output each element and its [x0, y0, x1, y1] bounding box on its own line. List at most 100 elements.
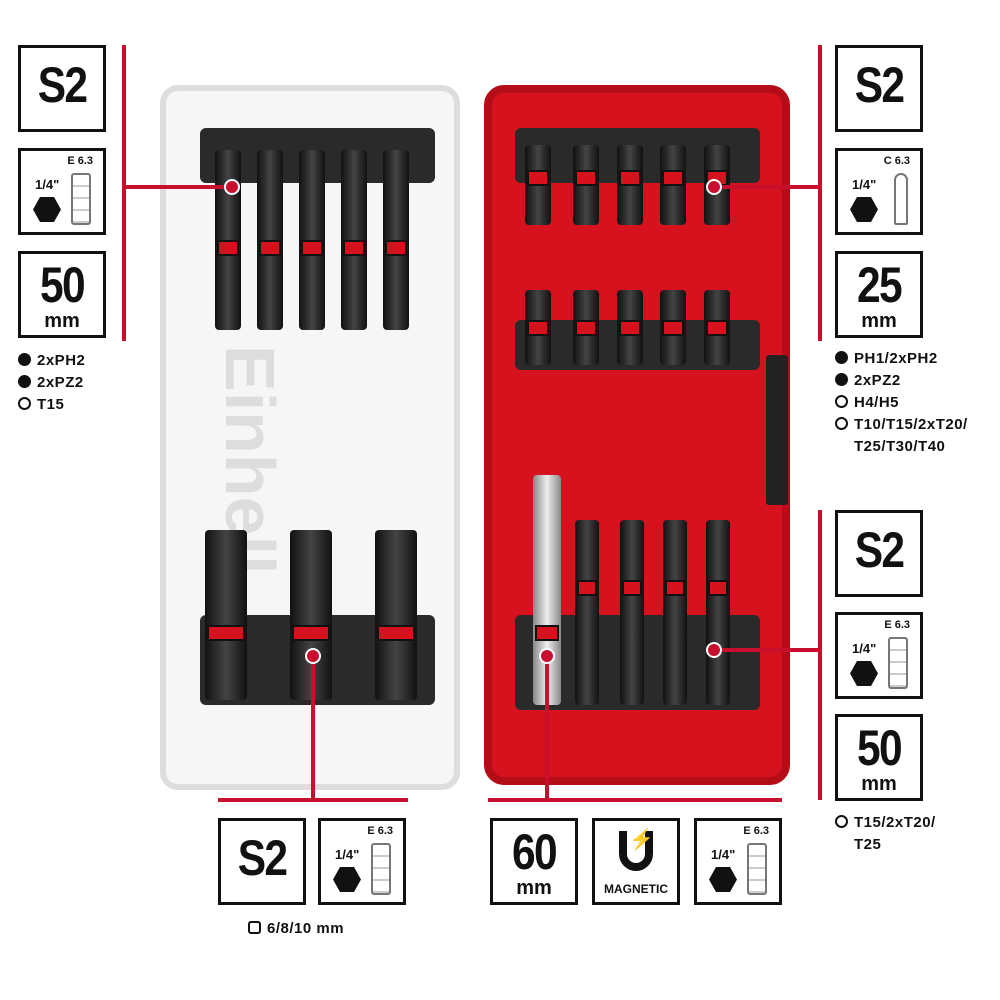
list-item: H4/H5: [835, 392, 968, 414]
hex-size: 1/4": [335, 847, 360, 862]
shank-spec-badge: E 6.3 1/4": [318, 818, 406, 905]
lightning-icon: ⚡: [629, 829, 654, 851]
bit-label: [527, 170, 549, 186]
shank-icon: [894, 173, 908, 225]
bit-label: [577, 580, 597, 596]
leader-line: [488, 798, 782, 802]
screwdriver-bit: [525, 145, 551, 225]
leader-line: [122, 185, 232, 189]
screwdriver-bit: [617, 290, 643, 365]
shank-type: E 6.3: [884, 619, 910, 631]
list-item: T15/2xT20/: [835, 812, 936, 834]
screwdriver-bit: [660, 145, 686, 225]
hex-size: 1/4": [852, 641, 877, 656]
screwdriver-bit: [299, 150, 325, 330]
list-item: 2xPH2: [18, 350, 85, 372]
bit-label: [217, 240, 239, 256]
screwdriver-bit: [215, 150, 241, 330]
length-value: 50: [40, 257, 86, 313]
bit-label: [575, 170, 597, 186]
hex-icon: [850, 661, 878, 686]
leader-line: [712, 185, 820, 189]
item-text: 2xPZ2: [37, 374, 84, 391]
hex-size: 1/4": [852, 177, 877, 192]
item-text: T10/T15/2xT20/: [854, 416, 968, 433]
material-text: S2: [854, 522, 905, 578]
leader-line: [218, 798, 408, 802]
bit-label: [535, 625, 559, 641]
bit-label: [662, 320, 684, 336]
torx-icon: [835, 815, 848, 828]
shank-type: E 6.3: [367, 825, 393, 837]
bit-label: [662, 170, 684, 186]
item-text: T25/T30/T40: [854, 438, 946, 455]
phillips-icon: [835, 351, 848, 364]
screwdriver-bit: [620, 520, 644, 705]
magnetic-label: MAGNETIC: [604, 882, 668, 896]
torx-icon: [835, 417, 848, 430]
bit-list: 2xPH2 2xPZ2 T15: [18, 350, 85, 416]
shank-type: E 6.3: [67, 155, 93, 167]
hex-icon: [850, 197, 878, 222]
leader-line: [122, 45, 126, 341]
shank-type: E 6.3: [743, 825, 769, 837]
pozidriv-icon: [835, 373, 848, 386]
item-text: 2xPZ2: [854, 372, 901, 389]
screwdriver-bit: [663, 520, 687, 705]
hex-icon: [709, 867, 737, 892]
material-text: S2: [37, 57, 88, 113]
nut-setter-list: 6/8/10 mm: [248, 918, 344, 940]
list-item: T15: [18, 394, 85, 416]
list-item: PH1/2xPH2: [835, 348, 968, 370]
nut-setter: [375, 530, 417, 700]
shank-icon: [371, 843, 391, 895]
bit-label: [619, 170, 641, 186]
screwdriver-bit: [617, 145, 643, 225]
list-item: T10/T15/2xT20/: [835, 414, 968, 436]
material-badge: S2: [835, 45, 923, 132]
screwdriver-bit: [706, 520, 730, 705]
shank-icon: [71, 173, 91, 225]
item-text: T15: [37, 396, 65, 413]
length-value: 50: [857, 720, 903, 776]
screwdriver-bit: [575, 520, 599, 705]
bit-label: [575, 320, 597, 336]
list-item: 2xPZ2: [18, 372, 85, 394]
pozidriv-icon: [18, 375, 31, 388]
screwdriver-bit: [660, 290, 686, 365]
bit-label: [343, 240, 365, 256]
bit-list: T15/2xT20/ T25: [835, 812, 936, 856]
bit-label: [207, 625, 245, 641]
hex-socket-icon: [835, 395, 848, 408]
item-text: T25: [854, 836, 882, 853]
list-item: 2xPZ2: [835, 370, 968, 392]
material-text: S2: [854, 57, 905, 113]
item-text: PH1/2xPH2: [854, 350, 938, 367]
material-text: S2: [237, 830, 288, 886]
magnet-icon: [619, 831, 653, 871]
list-item: T25: [835, 834, 936, 856]
bit-label: [385, 240, 407, 256]
item-text: T15/2xT20/: [854, 814, 936, 831]
item-text: H4/H5: [854, 394, 900, 411]
bit-label: [301, 240, 323, 256]
shank-icon: [747, 843, 767, 895]
torx-icon: [18, 397, 31, 410]
phillips-icon: [18, 353, 31, 366]
screwdriver-bit: [525, 290, 551, 365]
length-unit: mm: [516, 877, 552, 899]
screwdriver-bit: [573, 290, 599, 365]
list-item: 6/8/10 mm: [248, 918, 344, 940]
bit-label: [706, 320, 728, 336]
length-value: 25: [857, 257, 903, 313]
material-badge: S2: [835, 510, 923, 597]
hex-icon: [333, 867, 361, 892]
bit-label: [527, 320, 549, 336]
length-unit: mm: [861, 773, 897, 795]
length-value: 60: [512, 824, 558, 880]
material-badge: S2: [218, 818, 306, 905]
